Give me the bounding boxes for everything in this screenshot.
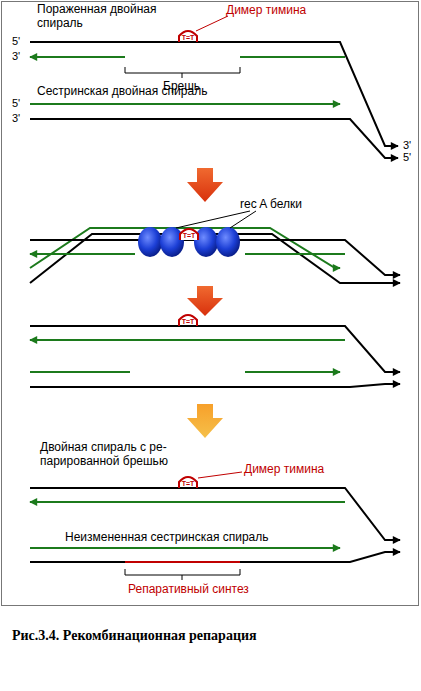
thymine-dimer xyxy=(179,31,197,42)
sister-old-strand xyxy=(30,561,125,563)
damaged-new-strand xyxy=(30,501,345,503)
end-label: 5' xyxy=(12,35,20,48)
end-label: 5' xyxy=(403,151,411,164)
damaged-new-strand xyxy=(30,253,135,255)
synthesis-bracket xyxy=(125,569,240,580)
damaged-new-strand xyxy=(30,56,125,58)
damaged-new-strand xyxy=(245,253,345,255)
strand-label: Пораженная двойная спираль xyxy=(37,2,162,30)
dimer-text: T=T xyxy=(178,317,198,326)
leader-line xyxy=(196,16,228,31)
dimer-text: T=T xyxy=(179,231,199,240)
thymine-dimer xyxy=(180,229,198,240)
dimer-text: T=T xyxy=(178,479,198,488)
dimer-text: T=T xyxy=(178,33,198,42)
strand-label: Двойная спираль с ре- парированной брешь… xyxy=(40,440,185,468)
step-arrow xyxy=(187,168,223,202)
sister-new-strand xyxy=(30,371,130,373)
reca-protein xyxy=(194,227,218,257)
sister-new-strand xyxy=(30,103,340,105)
panel-1-strands xyxy=(30,42,398,158)
end-label: 5' xyxy=(12,97,20,110)
frame xyxy=(2,2,419,606)
sister-new-strand xyxy=(245,371,340,373)
leader-line xyxy=(230,211,256,228)
damaged-top-strand xyxy=(30,326,400,372)
dimer-label: Димер тимина xyxy=(244,462,324,476)
protein-label: rec A белки xyxy=(240,197,302,211)
reca-proteins xyxy=(138,227,240,257)
repair-synthesis-strand xyxy=(125,561,240,563)
figure-caption: Рис.3.4. Рекомбинационная репарация xyxy=(12,628,257,644)
leader-line xyxy=(198,472,242,478)
strand-label: Сестринская двойная спираль xyxy=(37,84,207,98)
damaged-top-strand xyxy=(30,42,398,146)
leader-line xyxy=(176,211,250,228)
panel-3-strands xyxy=(30,326,400,387)
sister-old-strand xyxy=(240,552,400,562)
sister-old-strand xyxy=(30,119,398,158)
thymine-dimer xyxy=(179,477,197,488)
dimer-label: Димер тимина xyxy=(226,3,306,17)
reca-protein xyxy=(138,227,162,257)
strand-label: Неизмененная сестринская спираль xyxy=(65,530,269,544)
step-arrow xyxy=(187,286,223,316)
panel-2-strands xyxy=(30,228,400,283)
panel-4-strands xyxy=(30,488,400,562)
sister-new-strand xyxy=(30,547,340,549)
end-label: 3' xyxy=(12,112,20,125)
synthesis-label: Репаративный синтез xyxy=(128,582,249,596)
thymine-dimer xyxy=(179,315,197,326)
end-label: 3' xyxy=(403,139,411,152)
end-label: 3' xyxy=(12,50,20,63)
step-arrow xyxy=(187,404,223,438)
sister-new-strand xyxy=(30,228,340,268)
sister-old-strand xyxy=(30,384,400,387)
reca-protein xyxy=(160,227,184,257)
reca-protein xyxy=(216,227,240,257)
damaged-new-strand xyxy=(30,339,345,341)
gap-bracket xyxy=(125,67,240,78)
damaged-new-strand xyxy=(240,56,345,58)
